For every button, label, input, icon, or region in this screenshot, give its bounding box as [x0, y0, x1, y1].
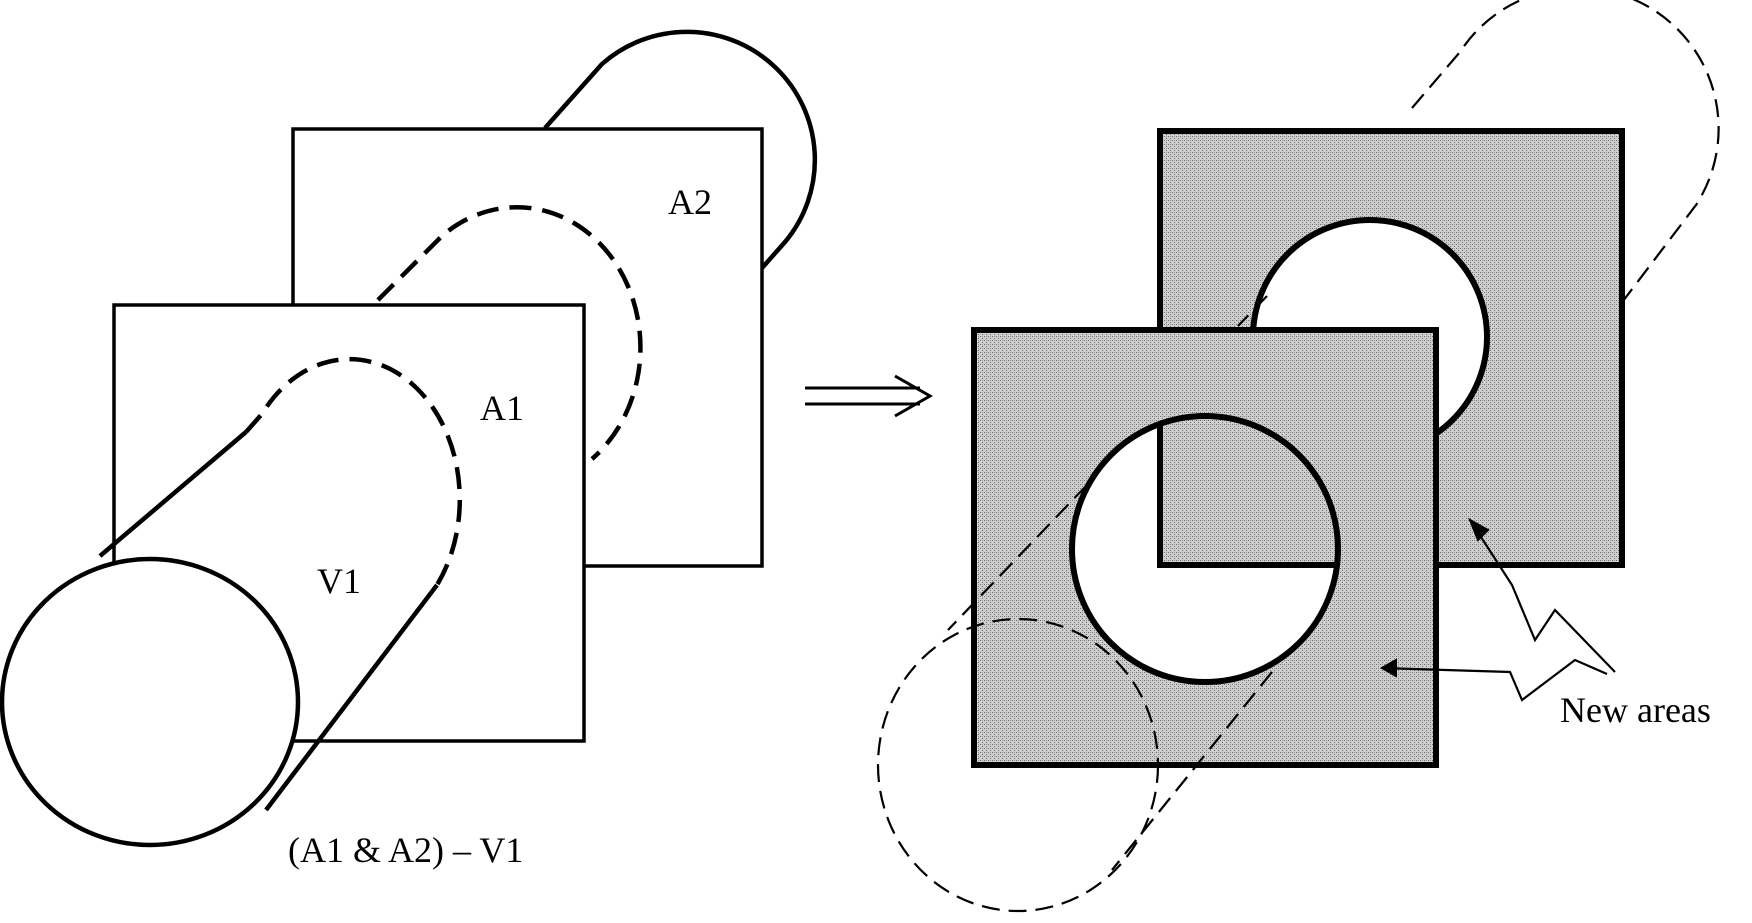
- cylinder-v1: [0, 430, 439, 848]
- operation-caption: (A1 & A2) – V1: [288, 830, 523, 870]
- transform-arrow: [805, 374, 934, 418]
- label-a1: A1: [480, 388, 524, 428]
- ghost-cylinder-front: [876, 484, 1273, 913]
- new-areas-pointers: [1379, 517, 1616, 702]
- cylinder-section-on-a1: [244, 356, 463, 587]
- label-a2: A2: [668, 182, 712, 222]
- after-group: New areas: [876, 0, 1720, 913]
- cylinder-front-face: [0, 556, 301, 848]
- plate-a1-with-hole: [971, 327, 1439, 768]
- before-group: A2 A1 V1 (A1 & A2) – V1: [0, 29, 818, 870]
- new-areas-label: New areas: [1560, 690, 1711, 730]
- ghost-line-a2: [1237, 295, 1268, 327]
- cylinder-section-on-a2: [376, 204, 643, 461]
- label-v1: V1: [317, 561, 361, 601]
- cylinder-back-end: [543, 29, 818, 270]
